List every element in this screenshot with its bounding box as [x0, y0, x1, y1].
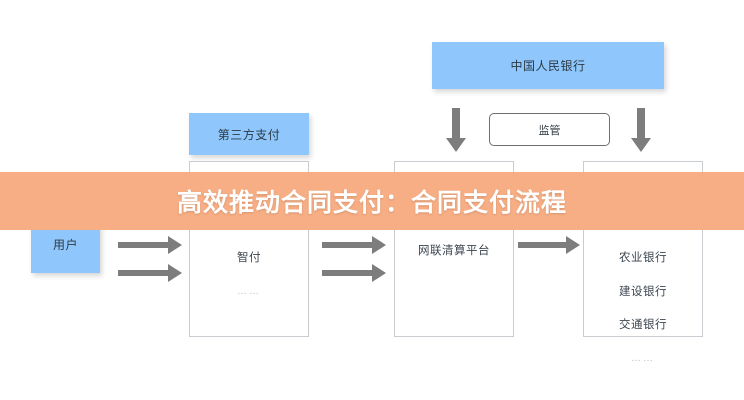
list-item: 建设银行	[619, 285, 667, 298]
title-banner: 高效推动合同支付：合同支付流程	[0, 172, 744, 230]
list-item: 交通银行	[619, 319, 667, 331]
pboc-box-label: 中国人民银行	[510, 59, 586, 73]
third-party-box-label: 第三方支付	[217, 127, 281, 142]
list-item: 农业银行	[619, 252, 667, 264]
pboc-box: 中国人民银行	[432, 42, 664, 89]
list-item: 智付	[237, 252, 261, 264]
banner-title: 高效推动合同支付：合同支付流程	[176, 189, 567, 217]
list-item-ellipsis: ……	[237, 285, 261, 297]
third-party-box: 第三方支付	[189, 113, 309, 155]
list-item: 网联清算平台	[418, 245, 490, 257]
supervise-box: 监管	[489, 113, 610, 146]
supervise-box-label: 监管	[538, 124, 561, 137]
list-item-ellipsis: ……	[631, 352, 655, 364]
user-box-label: 用户	[52, 238, 78, 252]
